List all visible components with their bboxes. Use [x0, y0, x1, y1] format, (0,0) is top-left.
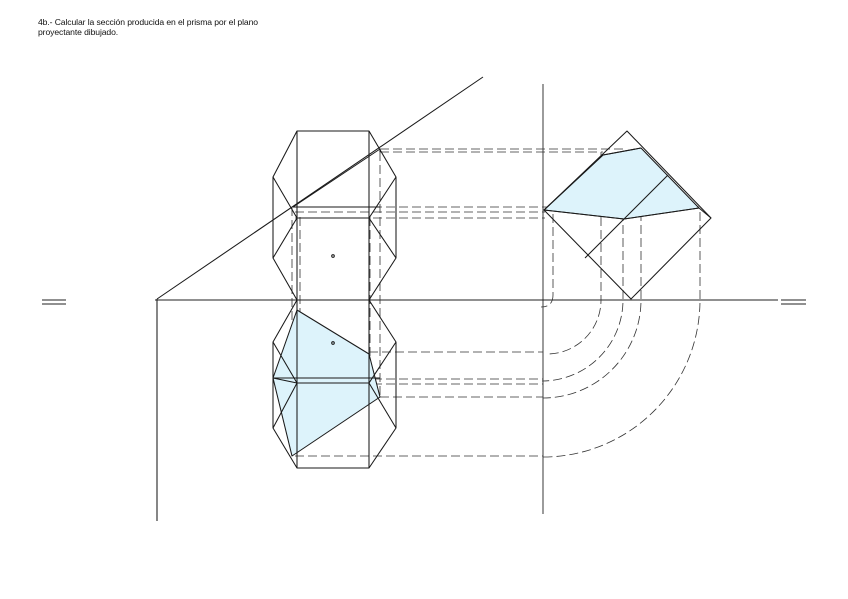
exercise-title-line-1: 4b.- Calcular la sección producida en el… [38, 17, 258, 27]
plan-center-point [331, 341, 335, 345]
ground-line [42, 299, 806, 305]
exercise-title-line-2: proyectante dibujado. [38, 27, 119, 37]
prism-profile [543, 130, 712, 300]
prism-plan [272, 299, 397, 469]
elevation-center-point [331, 254, 335, 258]
projecting-plane-traces [156, 76, 484, 521]
exercise-title: 4b.- Calcular la sección producida en el… [38, 17, 358, 37]
section-polygon-profile [543, 147, 700, 220]
prism-elevation [272, 130, 397, 301]
